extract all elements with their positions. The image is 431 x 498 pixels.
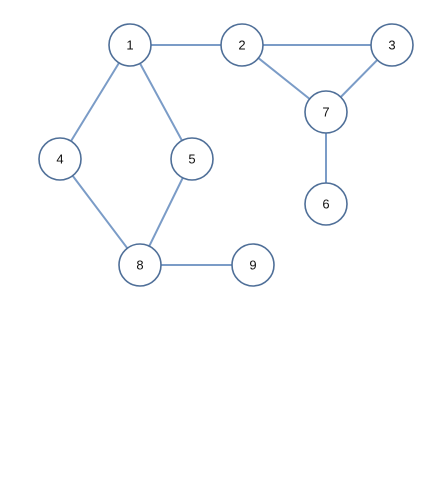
edge-4-8	[59, 158, 141, 266]
node-label: 4	[56, 152, 63, 167]
node-label: 2	[238, 38, 245, 53]
node-1: 1	[108, 23, 152, 67]
node-8: 8	[118, 243, 162, 287]
edges-layer	[59, 44, 393, 266]
node-circle	[170, 137, 214, 181]
node-9: 9	[231, 243, 275, 287]
node-label: 7	[322, 105, 329, 120]
node-circle	[108, 23, 152, 67]
node-label: 9	[249, 258, 256, 273]
node-4: 4	[38, 137, 82, 181]
node-7: 7	[304, 90, 348, 134]
node-label: 8	[136, 258, 143, 273]
node-label: 1	[126, 38, 133, 53]
node-2: 2	[220, 23, 264, 67]
node-circle	[304, 90, 348, 134]
nodes-layer: 1 2 3 4 5 6 7 8 9	[38, 23, 414, 287]
node-6: 6	[304, 182, 348, 226]
node-circle	[370, 23, 414, 67]
node-label: 5	[188, 152, 195, 167]
node-circle	[231, 243, 275, 287]
node-circle	[118, 243, 162, 287]
node-5: 5	[170, 137, 214, 181]
node-circle	[38, 137, 82, 181]
node-label: 3	[388, 38, 395, 53]
node-3: 3	[370, 23, 414, 67]
node-circle	[220, 23, 264, 67]
edge-1-4	[59, 44, 131, 160]
node-label: 6	[322, 197, 329, 212]
node-circle	[304, 182, 348, 226]
